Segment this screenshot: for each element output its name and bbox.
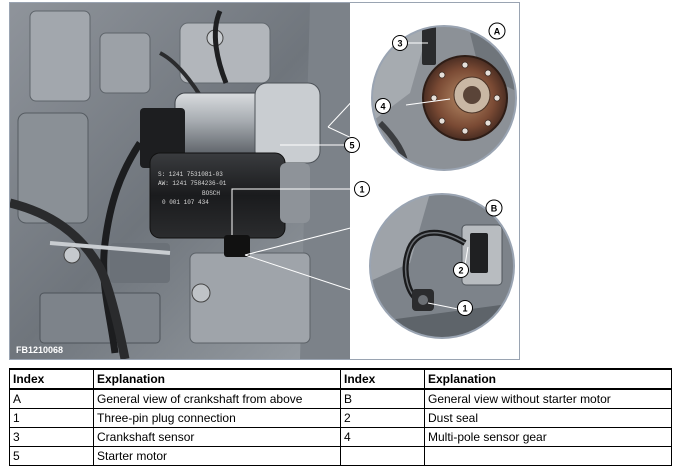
- svg-text:1: 1: [359, 185, 364, 195]
- row-index: 4: [340, 427, 425, 447]
- table-row: 1 Three-pin plug connection 2 Dust seal: [9, 408, 672, 428]
- header-explanation-2: Explanation: [424, 368, 672, 390]
- table-row: 3 Crankshaft sensor 4 Multi-pole sensor …: [9, 427, 672, 447]
- row-index: A: [9, 388, 94, 409]
- legend-table: Index Explanation Index Explanation A Ge…: [9, 368, 672, 466]
- row-explanation: Three-pin plug connection: [93, 408, 341, 428]
- photo-code: FB1210068: [16, 345, 63, 355]
- row-explanation: Dust seal: [424, 408, 672, 428]
- callout-4-inset-a: 4: [375, 98, 391, 114]
- row-index: [340, 446, 425, 466]
- callout-1-main: 1: [354, 181, 370, 197]
- row-explanation: Crankshaft sensor: [93, 427, 341, 447]
- row-index: 1: [9, 408, 94, 428]
- row-explanation: Multi-pole sensor gear: [424, 427, 672, 447]
- table-row: A General view of crankshaft from above …: [9, 388, 672, 409]
- callout-5-main: 5: [344, 137, 360, 153]
- inset-b: [369, 193, 515, 339]
- callout-3-inset-a: 3: [392, 35, 408, 51]
- svg-text:B: B: [491, 204, 498, 214]
- row-explanation: General view of crankshaft from above: [93, 388, 341, 409]
- table-header-row: Index Explanation Index Explanation: [9, 368, 672, 390]
- row-index: 5: [9, 446, 94, 466]
- row-index: 2: [340, 408, 425, 428]
- svg-text:2: 2: [458, 266, 463, 276]
- inset-b-label: B: [485, 199, 503, 217]
- svg-text:A: A: [494, 27, 501, 37]
- row-explanation: General view without starter motor: [424, 388, 672, 409]
- header-index-1: Index: [9, 368, 94, 390]
- svg-text:3: 3: [397, 39, 402, 49]
- svg-text:1: 1: [462, 304, 467, 314]
- starter-label-line-2: AW: 1241 7584236-01: [158, 180, 227, 187]
- row-index: B: [340, 388, 425, 409]
- svg-text:4: 4: [380, 102, 385, 112]
- row-index: 3: [9, 427, 94, 447]
- svg-text:5: 5: [349, 141, 354, 151]
- inset-a-label: A: [488, 22, 506, 40]
- inset-a: [371, 25, 517, 171]
- starter-label-line-4: 0 001 107 434: [162, 199, 209, 206]
- row-explanation: [424, 446, 672, 466]
- starter-label-line-3: BOSCH: [202, 190, 220, 197]
- callout-2-inset-b: 2: [453, 262, 469, 278]
- table-row: 5 Starter motor: [9, 446, 672, 466]
- callout-1-inset-b: 1: [457, 300, 473, 316]
- header-explanation-1: Explanation: [93, 368, 341, 390]
- starter-label-line-1: S: 1241 7531081-03: [158, 171, 223, 178]
- row-explanation: Starter motor: [93, 446, 341, 466]
- engine-photo: S: 1241 7531081-03 AW: 1241 7584236-01 B…: [9, 2, 520, 360]
- starter-motor: S: 1241 7531081-03 AW: 1241 7584236-01 B…: [140, 82, 321, 257]
- header-index-2: Index: [340, 368, 425, 390]
